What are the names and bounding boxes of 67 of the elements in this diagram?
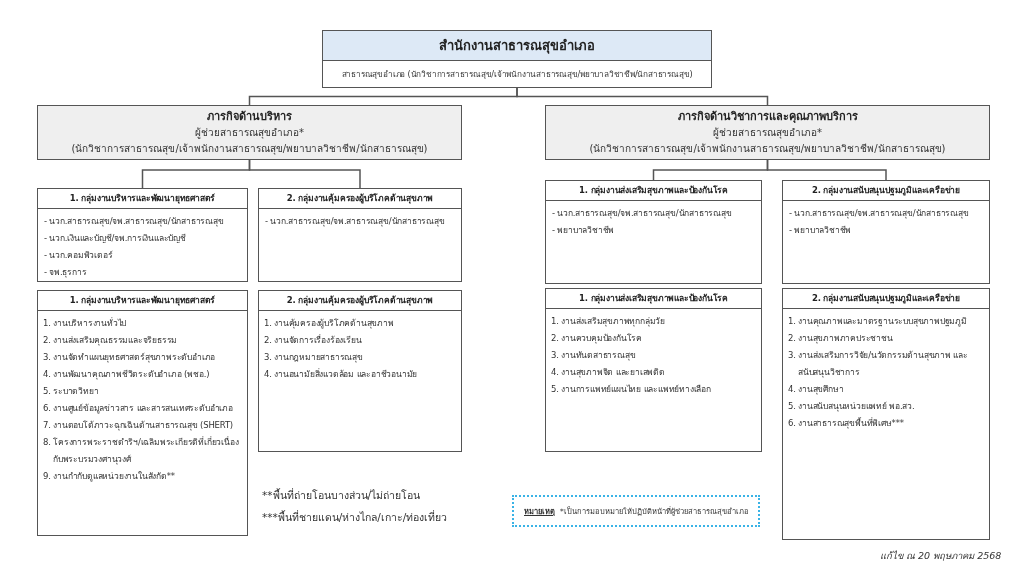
- staff-item: - นวก.สาธารณสุข/จพ.สาธารณสุข/นักสาธารณสุข: [43, 215, 225, 229]
- task-item: 2. งานจัดการเรื่องร้องเรียน: [263, 333, 363, 347]
- staff-item: - นวก.สาธารณสุข/จพ.สาธารณสุข/นักสาธารณสุข: [264, 215, 446, 229]
- task-item: 3. งานส่งเสริมการวิจัย/นวัตกรรมด้านสุขภาพ และสนับสนุนวิชาการ: [787, 349, 969, 380]
- staff-line: (นักวิชาการสาธารณสุข/เจ้าพนักงานสาธารณสุข/พยาบาลวิชาชีพ/นักสาธารณสุข): [70, 142, 429, 157]
- mission-heading: ภารกิจด้านบริหาร: [206, 109, 293, 125]
- task-item: 2. งานสุขภาพภาคประชาชน: [787, 332, 894, 346]
- staff-item: - พยาบาลวิชาชีพ: [551, 224, 616, 237]
- note-box: [512, 495, 760, 527]
- group-box: [545, 180, 762, 284]
- task-item: 4. งานอนามัยสิ่งแวดล้อม และอาชีวอนามัย: [263, 367, 419, 381]
- title-band: สำนักงานสาธารณสุขอำเภอ: [323, 31, 711, 61]
- task-item: 5. งานสนับสนุนหน่วยแพทย์ พอ.สว.: [787, 400, 916, 414]
- group-box: [37, 188, 248, 282]
- task-item: 3. งานกฎหมายสาธารณสุข: [263, 351, 364, 365]
- staff-line: (นักวิชาการสาธารณสุข/เจ้าพนักงานสาธารณสุข/พยาบาลวิชาชีพ/นักสาธารณสุข): [588, 142, 947, 157]
- connector-line: [248, 159, 361, 189]
- task-item: 1. งานคุ้มครองผู้บริโภคด้านสุขภาพ: [263, 317, 395, 331]
- mission-box: [37, 105, 462, 160]
- footnote: **พื้นที่ถ่ายโอนบางส่วน/ไม่ถ่ายโอน: [262, 487, 421, 503]
- group-header: 2. กลุ่มงานคุ้มครองผู้บริโภคด้านสุขภาพ: [259, 189, 461, 209]
- staff-item: - นวก.เงินและบัญชี/จพ.การเงินและบัญชี: [43, 232, 187, 245]
- task-item: 4. งานสุขศึกษา: [787, 383, 845, 397]
- task-item: 1. งานคุณภาพและมาตรฐานระบบสุขภาพปฐมภูมิ: [787, 315, 968, 329]
- group-header: 2. กลุ่มงานคุ้มครองผู้บริโภคด้านสุขภาพ: [259, 291, 461, 311]
- group-header: 1. กลุ่มงานส่งเสริมสุขภาพและป้องกันโรค: [546, 181, 761, 201]
- org-box: [322, 30, 712, 88]
- group-header: 1. กลุ่มงานส่งเสริมสุขภาพและป้องกันโรค: [546, 289, 761, 309]
- task-item: 6. งานสาธารณสุขพื้นที่พิเศษ***: [787, 416, 905, 431]
- task-item: 5. ระบาดวิทยา: [42, 385, 100, 398]
- staff-item: - นวก.สาธารณสุข/จพ.สาธารณสุข/นักสาธารณสุข: [788, 207, 970, 221]
- group-box: [545, 288, 762, 452]
- task-item: 8. โครงการพระราชดำริฯ/เฉลิมพระเกียรติที่เกี่ยวเนื่องกับพระบรมวงศานุวงศ์: [42, 435, 240, 467]
- task-item: 1. งานบริหารงานทั่วไป: [42, 316, 128, 330]
- group-box: [258, 290, 462, 452]
- task-item: 1. งานส่งเสริมสุขภาพทุกกลุ่มวัย: [550, 315, 666, 329]
- task-item: 2. งานส่งเสริมคุณธรรมและจริยธรรม: [42, 334, 179, 348]
- group-header: 1. กลุ่มงานบริหารและพัฒนายุทธศาสตร์: [38, 189, 247, 209]
- task-item: 5. งานการแพทย์แผนไทย และแพทย์ทางเลือก: [550, 383, 712, 396]
- staff-item: - นวก.สาธารณสุข/จพ.สาธารณสุข/นักสาธารณสุข: [551, 207, 733, 221]
- mission-heading: ภารกิจด้านวิชาการและคุณภาพบริการ: [676, 109, 859, 125]
- group-box: [782, 180, 990, 284]
- staff-item: - จพ.ธุรการ: [43, 266, 88, 280]
- task-item: 4. งานพัฒนาคุณภาพชีวิตระดับอำเภอ (พชอ.): [42, 368, 211, 382]
- staff-line: ผู้ช่วยสาธารณสุขอำเภอ*: [194, 126, 305, 141]
- staff-line: สาธารณสุขอำเภอ (นักวิชาการสาธารณสุข/เจ้าพนักงานสาธารณสุข/พยาบาลวิชาชีพ/นักสาธารณสุข): [340, 68, 694, 81]
- group-box: [782, 288, 990, 540]
- task-item: 6. งานศูนย์ข้อมูลข่าวสาร และสารสนเทศระดับอำเภอ: [42, 402, 234, 416]
- connector-line: [516, 87, 769, 106]
- task-item: 3. งานทันตสาธารณสุข: [550, 349, 637, 363]
- revision-date: แก้ไข ณ 20 พฤษภาคม 2568: [880, 549, 1002, 563]
- staff-item: - นวก.คอมพิวเตอร์: [43, 249, 114, 262]
- group-header: 2. กลุ่มงานสนับสนุนปฐมภูมิและเครือข่าย: [783, 289, 989, 309]
- task-item: 3. งานจัดทำแผนยุทธศาสตร์สุขภาพระดับอำเภอ: [42, 351, 217, 365]
- group-box: [258, 188, 462, 282]
- staff-item: - พยาบาลวิชาชีพ: [788, 224, 853, 237]
- mission-box: [545, 105, 990, 160]
- staff-line: ผู้ช่วยสาธารณสุขอำเภอ*: [712, 126, 823, 141]
- task-item: 4. งานสุขภาพจิต และยาเสพติด: [550, 366, 666, 380]
- task-item: 2. งานควบคุมป้องกันโรค: [550, 332, 643, 346]
- group-box: [37, 290, 248, 536]
- task-item: 9. งานกำกับดูแลหน่วยงานในสังกัด**: [42, 470, 176, 484]
- connector-line: [766, 159, 887, 181]
- group-header: 2. กลุ่มงานสนับสนุนปฐมภูมิและเครือข่าย: [783, 181, 989, 201]
- footnote: ***พื้นที่ชายแดน/ห่างไกล/เกาะ/ท่องเที่ยว: [262, 509, 448, 525]
- group-header: 1. กลุ่มงานบริหารและพัฒนายุทธศาสตร์: [38, 291, 247, 311]
- task-item: 7. งานตอบโต้ภาวะฉุกเฉินด้านสาธารณสุข (SHERT): [42, 419, 234, 433]
